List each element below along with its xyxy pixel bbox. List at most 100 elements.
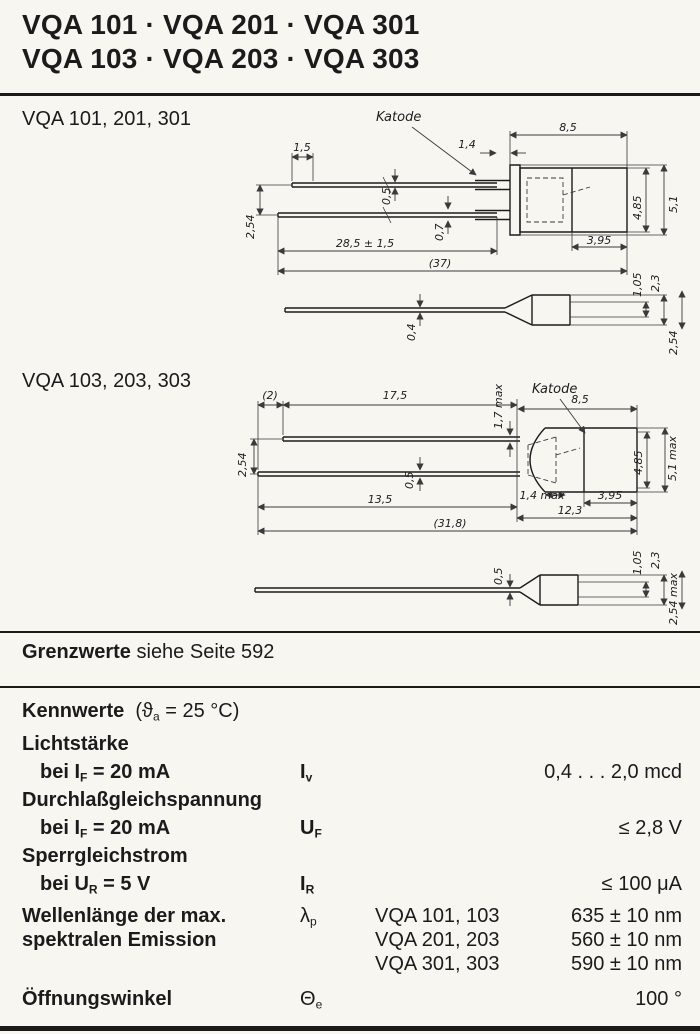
- divider-bottom: [0, 1026, 700, 1031]
- dim-label-2-54c: 2,54: [236, 453, 249, 478]
- param-durchlass: Durchlaßgleichspannung: [22, 789, 263, 811]
- grenzwerte-text: siehe Seite 592: [130, 641, 275, 663]
- dim-label-12-3: 12,3: [558, 504, 583, 517]
- value-wellenlaenge-2: 560 ± 10 nm: [570, 929, 682, 951]
- led-bottom-view-103: [254, 574, 579, 606]
- dim-label-8-5b: 8,5: [571, 393, 589, 406]
- param-oeffnungswinkel: Öffnungswinkel: [22, 988, 172, 1010]
- kennwerte-cond-sub: a: [152, 709, 160, 724]
- dim-label-2-3: 2,3: [649, 275, 662, 293]
- cond1-pre: bei I: [40, 761, 81, 783]
- dim-label-2-54b: 2,54: [667, 331, 680, 356]
- condition-durchlass: bei IF = 20 mA: [40, 817, 170, 841]
- dim-label-1-05b: 1,05: [631, 551, 644, 576]
- condition-lichtstaerke: bei IF = 20 mA: [40, 761, 170, 785]
- cond3-pre: bei U: [40, 873, 89, 895]
- dim-label-37: (37): [429, 257, 452, 270]
- sym5: Θ: [300, 988, 316, 1010]
- sym2-sub: F: [314, 826, 322, 841]
- type-row-2: VQA 201, 203: [375, 929, 500, 951]
- cond2-sub: F: [80, 826, 88, 841]
- dim-label-4-85b: 4,85: [632, 451, 645, 476]
- cond1-sub: F: [80, 770, 88, 785]
- type-row-1: VQA 101, 103: [375, 905, 500, 927]
- dim-label-1-05: 1,05: [631, 273, 644, 298]
- dim-label-8-5: 8,5: [559, 121, 577, 134]
- symbol-theta-e: Θe: [300, 988, 322, 1012]
- kennwerte-heading: Kennwerte (ϑa = 25 °C): [22, 700, 239, 724]
- kennwerte-condition: (ϑa = 25 °C): [130, 700, 240, 724]
- kennwerte-title: Kennwerte: [22, 700, 125, 722]
- dim-label-5-1max: 5,1 max: [666, 436, 679, 481]
- cond2-post: = 20 mA: [87, 817, 171, 839]
- kennwerte-cond-pre: (ϑ: [135, 700, 153, 722]
- dim-label-0-4: 0,4: [405, 324, 418, 342]
- led-side-view: [277, 164, 628, 236]
- side-view-dimensions-103: (2) 17,5 1,7 max Katode 8,5 2,54 0,5 13,…: [236, 382, 679, 535]
- sym3: I: [300, 873, 306, 895]
- dim-label-1-4max: 1,4 max: [520, 489, 565, 502]
- param-wellenlaenge-2: spektralen Emission: [22, 929, 217, 951]
- param-wellenlaenge-1: Wellenlänge der max.: [22, 905, 227, 927]
- sym2: U: [300, 817, 315, 839]
- value-iv: 0,4 . . . 2,0 mcd: [544, 761, 682, 783]
- divider-mid-2: [0, 686, 700, 688]
- value-ir: ≤ 100 μA: [601, 873, 682, 895]
- value-oeffnungswinkel: 100 °: [635, 988, 682, 1010]
- dim-label-3-95: 3,95: [587, 234, 612, 247]
- sym4-sub: p: [310, 914, 317, 929]
- dim-label-3-95b: 3,95: [598, 489, 623, 502]
- dim-label-2-3b: 2,3: [649, 552, 662, 570]
- drawing-vqa103-outline: (2) 17,5 1,7 max Katode 8,5 2,54 0,5 13,…: [236, 382, 686, 625]
- bottom-view-dimensions-103: 0,5 1,05 2,3 2,54 max: [492, 551, 686, 625]
- sym4: λ: [300, 905, 310, 927]
- side-view-dimensions: 1,5 Katode 1,4 8,5 4,85 5,1 3,95 0,5 0,7…: [244, 110, 680, 275]
- dim-label-17-5: 17,5: [383, 389, 408, 402]
- dim-label-1-5: 1,5: [293, 141, 311, 154]
- page-title-line-2: VQA 103 · VQA 203 · VQA 303: [22, 43, 420, 74]
- dim-label-0-5c: 0,5: [492, 568, 505, 586]
- dim-label-5-1: 5,1: [667, 196, 680, 214]
- sym1: I: [300, 761, 306, 783]
- dim-label-2: (2): [262, 389, 278, 402]
- dim-label-2-54: 2,54: [244, 215, 257, 240]
- page-title-line-1: VQA 101 · VQA 201 · VQA 301: [22, 9, 420, 40]
- dim-label-31-8: (31,8): [433, 517, 466, 530]
- dim-label-28-5: 28,5 ± 1,5: [336, 237, 394, 250]
- dim-label-0-5b: 0,5: [403, 472, 416, 490]
- drawing-vqa101-outline: 1,5 Katode 1,4 8,5 4,85 5,1 3,95 0,5 0,7…: [244, 110, 686, 356]
- symbol-uf: UF: [300, 817, 322, 841]
- sym1-sub: v: [305, 770, 313, 785]
- dim-label-13-5: 13,5: [368, 493, 393, 506]
- grenzwerte-label: Grenzwerte: [22, 641, 131, 663]
- section2-heading: VQA 103, 203, 303: [22, 370, 192, 392]
- type-row-3: VQA 301, 303: [375, 953, 500, 975]
- value-uf: ≤ 2,8 V: [618, 817, 682, 839]
- led-bottom-view: [284, 294, 571, 326]
- dim-label-4-85: 4,85: [631, 196, 644, 221]
- cond3-post: = 5 V: [97, 873, 151, 895]
- sym3-sub: R: [305, 882, 315, 897]
- page-title: VQA 101 · VQA 201 · VQA 301 VQA 103 · VQ…: [22, 8, 420, 76]
- cond1-post: = 20 mA: [87, 761, 171, 783]
- symbol-ir: IR: [300, 873, 314, 897]
- cond2-pre: bei I: [40, 817, 81, 839]
- dim-label-0-5: 0,5: [380, 188, 393, 206]
- dim-label-2-54max: 2,54 max: [667, 573, 680, 625]
- dim-label-1-4: 1,4: [458, 138, 476, 151]
- symbol-lambda-p: λp: [300, 905, 317, 929]
- section1-heading: VQA 101, 201, 301: [22, 108, 192, 130]
- param-sperr: Sperrgleichstrom: [22, 845, 188, 867]
- kennwerte-cond-post: = 25 °C): [159, 700, 240, 722]
- dim-label-1-7max: 1,7 max: [492, 384, 505, 429]
- bottom-view-dimensions: 0,4 1,05 2,3 2,54: [405, 273, 686, 356]
- katode-label-103: Katode: [532, 382, 577, 397]
- led-side-view-103: [257, 427, 638, 493]
- condition-sperr: bei UR = 5 V: [40, 873, 150, 897]
- value-wellenlaenge-1: 635 ± 10 nm: [570, 905, 682, 927]
- value-wellenlaenge-3: 590 ± 10 nm: [570, 953, 682, 975]
- sym5-sub: e: [315, 997, 323, 1012]
- grenzwerte-note: Grenzwerte siehe Seite 592: [22, 641, 274, 664]
- param-lichtstaerke: Lichtstärke: [22, 733, 129, 755]
